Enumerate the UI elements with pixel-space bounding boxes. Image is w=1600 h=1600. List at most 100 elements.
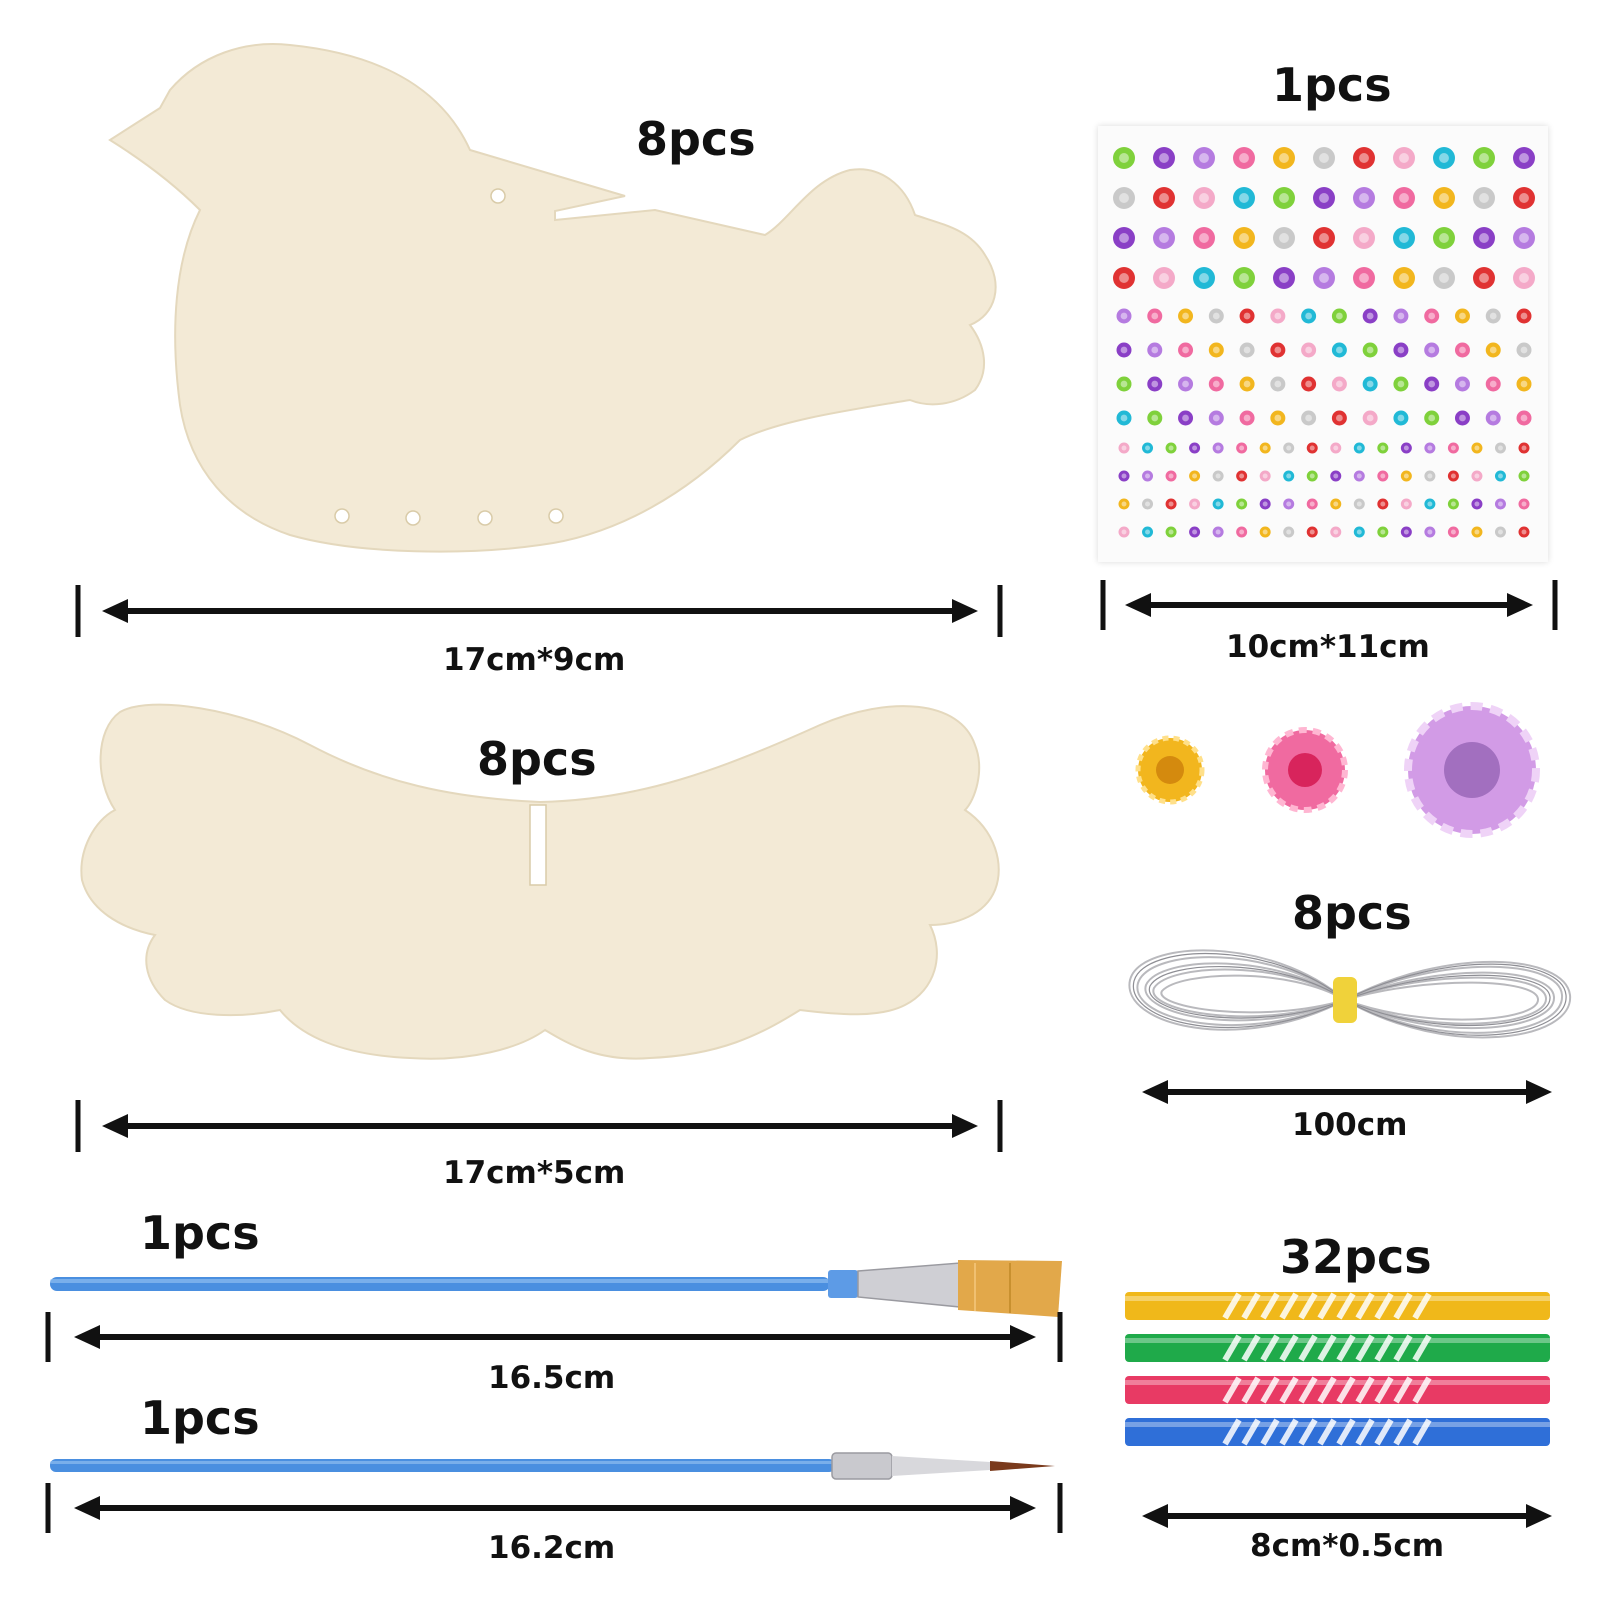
gem-highlight (1427, 529, 1433, 535)
gem (1433, 267, 1455, 289)
gem-highlight (1119, 153, 1129, 163)
gem-highlight (1168, 445, 1174, 451)
gem (1471, 498, 1483, 510)
gem (1239, 342, 1255, 358)
brush-round-size: 16.2cm (488, 1530, 616, 1566)
gem-highlight (1215, 445, 1221, 451)
flat-brush-dimension-arrow (45, 1312, 1063, 1362)
gem-highlight (1336, 414, 1343, 422)
gem (1424, 498, 1436, 510)
gem (1494, 442, 1506, 454)
gem (1377, 498, 1389, 510)
gem-highlight (1399, 233, 1409, 243)
gem (1447, 470, 1459, 482)
gem-highlight (1239, 233, 1249, 243)
gem (1273, 147, 1295, 169)
gem-highlight (1403, 501, 1409, 507)
gem (1236, 442, 1248, 454)
gem (1454, 376, 1470, 392)
gem-highlight (1439, 273, 1449, 283)
gem-highlight (1121, 445, 1127, 451)
gem-highlight (1192, 501, 1198, 507)
gem (1353, 526, 1365, 538)
gem (1485, 376, 1501, 392)
gem (1331, 308, 1347, 324)
gem-highlight (1120, 414, 1128, 422)
gem (1142, 526, 1154, 538)
gem (1424, 470, 1436, 482)
gem-highlight (1274, 312, 1282, 320)
gem (1353, 267, 1375, 289)
gem (1283, 526, 1295, 538)
gem-highlight (1497, 501, 1503, 507)
gem (1189, 498, 1201, 510)
gem-highlight (1489, 346, 1497, 354)
gem-highlight (1309, 473, 1315, 479)
gem (1362, 342, 1378, 358)
gem (1118, 498, 1130, 510)
gem (1518, 442, 1530, 454)
gem (1424, 442, 1436, 454)
gem-highlight (1215, 529, 1221, 535)
gem (1306, 470, 1318, 482)
gem-highlight (1159, 153, 1169, 163)
gem-highlight (1521, 473, 1527, 479)
gem-highlight (1359, 273, 1369, 283)
gem (1165, 498, 1177, 510)
tube (1125, 1292, 1550, 1320)
gem (1113, 147, 1135, 169)
gem (1393, 147, 1415, 169)
gem-highlight (1192, 445, 1198, 451)
gem-highlight (1520, 346, 1528, 354)
gem-highlight (1121, 501, 1127, 507)
gem (1447, 498, 1459, 510)
gem (1424, 376, 1440, 392)
gem-highlight (1397, 414, 1405, 422)
gem (1400, 498, 1412, 510)
silver-string-dimension-arrow (1142, 1080, 1552, 1104)
gem-highlight (1159, 233, 1169, 243)
gem-highlight (1305, 312, 1312, 320)
gem-highlight (1145, 473, 1151, 479)
gem (1362, 308, 1378, 324)
gem (1516, 342, 1532, 358)
gem-highlight (1243, 346, 1251, 354)
gem-highlight (1519, 273, 1529, 283)
gem-highlight (1474, 501, 1480, 507)
gem-highlight (1459, 414, 1466, 422)
gem-highlight (1239, 529, 1245, 535)
gem (1233, 267, 1255, 289)
gem (1239, 376, 1255, 392)
gem (1193, 187, 1215, 209)
gem-highlight (1333, 501, 1339, 507)
gem-highlight (1336, 380, 1343, 388)
gem-highlight (1243, 380, 1251, 388)
gem-sticker-sheet (1098, 126, 1548, 562)
gem-highlight (1521, 501, 1527, 507)
gem-highlight (1151, 414, 1159, 422)
gem-highlight (1120, 312, 1128, 320)
gem-highlight (1366, 346, 1374, 354)
gem (1283, 498, 1295, 510)
gem (1433, 187, 1455, 209)
flat-brush (50, 1260, 1062, 1317)
gem-highlight (1474, 473, 1480, 479)
gem (1147, 308, 1163, 324)
bird-body-dimension-arrow (75, 585, 1003, 637)
gem (1393, 227, 1415, 249)
gem (1362, 376, 1378, 392)
gem (1353, 498, 1365, 510)
sample-gems (1135, 702, 1540, 838)
gem-highlight (1479, 153, 1489, 163)
gem (1233, 147, 1255, 169)
gem-highlight (1519, 153, 1529, 163)
gem (1189, 526, 1201, 538)
tubes-dimension-arrow (1142, 1504, 1552, 1528)
gem (1447, 442, 1459, 454)
gem (1377, 470, 1389, 482)
tube (1125, 1376, 1550, 1404)
gem-highlight (1428, 346, 1436, 354)
gem-highlight (1159, 273, 1169, 283)
gem-highlight (1497, 445, 1503, 451)
gem-highlight (1399, 153, 1409, 163)
